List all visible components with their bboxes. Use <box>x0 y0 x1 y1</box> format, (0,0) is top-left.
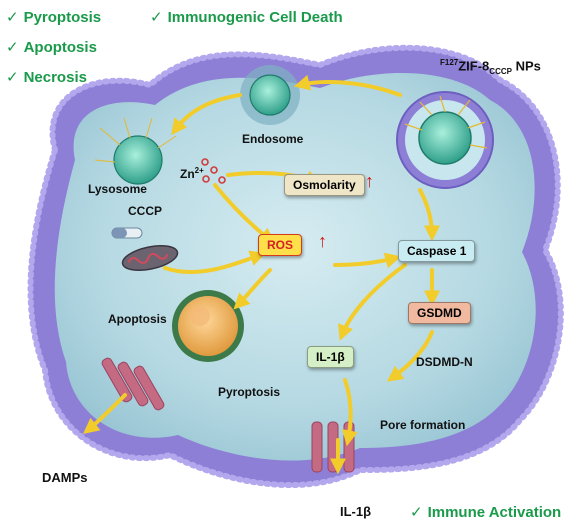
nanoparticle-icon <box>418 111 472 165</box>
immune-activation-label: ✓Immune Activation <box>410 504 562 521</box>
il-1b-released-label: IL-1β <box>340 504 372 519</box>
lysosome-polymer-icon <box>94 117 177 163</box>
lysosome-label: Lysosome <box>88 182 147 196</box>
dsdmd-n-label: DSDMD-N <box>416 355 473 369</box>
gasdermin-pore-icon <box>101 357 165 411</box>
il-1b-box: IL-1β <box>307 346 354 368</box>
caspase-1-box: Caspase 1 <box>398 240 476 262</box>
legend-item-apoptosis: ✓Apoptosis <box>6 39 97 56</box>
mitochondrion-icon <box>121 245 179 271</box>
damps-label: DAMPs <box>42 470 88 485</box>
legend-item-immunogenic-cell-death: ✓Immunogenic Cell Death <box>150 9 343 26</box>
zinc-ion-icon <box>201 158 226 184</box>
ros-increase-icon: ↑ <box>318 231 327 251</box>
apoptosis-label: Apoptosis <box>108 312 167 326</box>
lysosome-nanoparticle-icon <box>113 135 163 185</box>
endosome-nanoparticle-icon <box>249 74 291 116</box>
legend-item-pyroptosis: ✓Pyroptosis <box>6 9 102 26</box>
zinc-ion-label: Zn2+ <box>180 166 204 181</box>
cccp-molecule-icon <box>111 227 143 239</box>
pore-formation-label: Pore formation <box>380 418 466 432</box>
ros-box: ROS <box>258 234 303 256</box>
cccp-label: CCCP <box>128 204 163 218</box>
endosome-label: Endosome <box>242 132 304 146</box>
nucleus-icon <box>178 296 238 356</box>
pyroptosis-label: Pyroptosis <box>218 385 281 399</box>
osmolarity-increase-icon: ↑ <box>365 171 374 191</box>
legend-item-necrosis: ✓Necrosis <box>6 69 87 86</box>
gsdmd-box: GSDMD <box>408 302 471 324</box>
osmolarity-box: Osmolarity <box>284 174 365 196</box>
nanoparticle-label: F127ZIF-8CCCP NPs <box>440 58 541 76</box>
